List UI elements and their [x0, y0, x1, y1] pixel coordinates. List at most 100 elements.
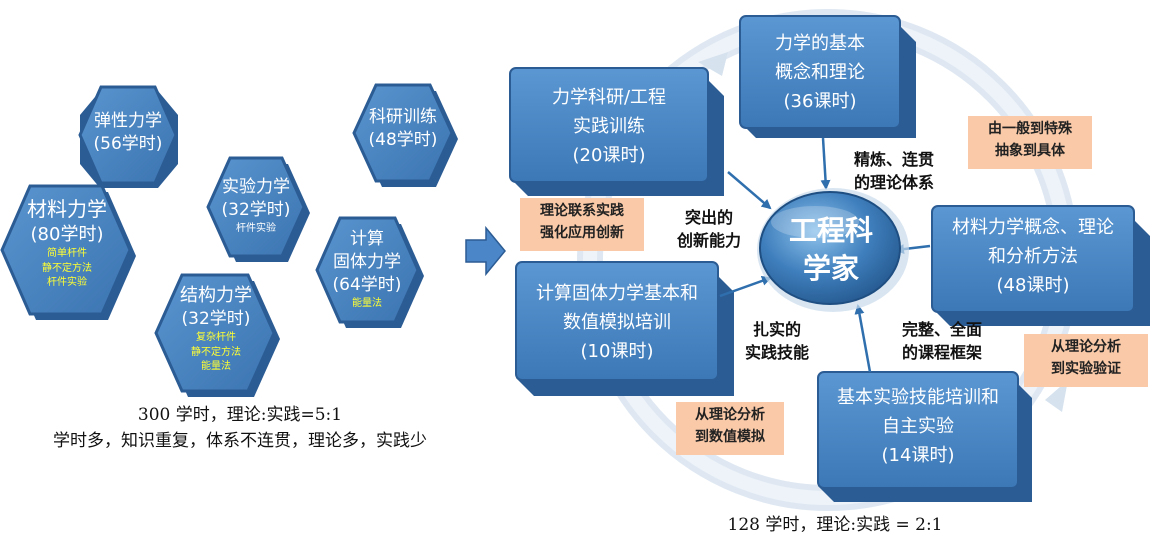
center-title-line: 工程科 [788, 214, 873, 247]
hexagon-label-computational: 计算 固体力学 (64学时) 能量法 [318, 228, 416, 311]
note-line: 由一般到特殊 [988, 121, 1072, 137]
note-line: 到实验验证 [1051, 360, 1121, 377]
arrow-from-upper-left [727, 171, 772, 210]
hexagon-note: 静不定方法 [191, 346, 241, 358]
label-line: 精炼、连贯 [853, 150, 934, 169]
hexagon-label-research: 科研训练 (48学时) [356, 106, 450, 152]
box-hours: (48课时) [996, 274, 1070, 296]
note-theory-to-simulation: 从理论分析 到数值模拟 [676, 402, 784, 455]
hexagon-note: 简单杆件 [47, 248, 87, 260]
hexagon-note: 静不定方法 [42, 262, 92, 274]
left-caption: 300 学时，理论:实践=5:1 学时多，知识重复，体系不连贯，理论多，实践少 [0, 403, 480, 454]
hexagon-label-experimental: 实验力学 (32学时) 杆件实验 [210, 176, 302, 236]
note-line: 到数值模拟 [695, 428, 765, 445]
note-line: 从理论分析 [1051, 339, 1121, 355]
label-line: 扎实的 [752, 320, 801, 339]
box-computational-training [515, 261, 734, 396]
box-group [509, 15, 1150, 502]
hexagon-hours: (32学时) [221, 199, 291, 220]
note-general-to-specific: 由一般到特殊 抽象到具体 [968, 116, 1092, 169]
hexagon-label-elastic: 弹性力学 (56学时) [82, 110, 174, 156]
box-basic-concepts [739, 15, 916, 138]
box-line: 力学科研/工程 [551, 87, 667, 108]
box-hours: (10课时) [580, 340, 654, 362]
left-caption-ratio: 300 学时，理论:实践=5:1 [137, 405, 343, 425]
label-line: 实践技能 [744, 343, 809, 363]
hexagon-experimental [206, 156, 310, 262]
left-caption-summary: 学时多，知识重复，体系不连贯，理论多，实践少 [53, 430, 427, 451]
arrow-from-top [820, 137, 831, 190]
hexagon-hours: (80学时) [30, 224, 104, 245]
label-line: 的课程框架 [901, 343, 982, 363]
hexagon-title: 实验力学 [222, 177, 290, 197]
box-label-experimental-skills: 基本实验技能培训和 自主实验 (14课时) [818, 384, 1018, 470]
hexagon-title: 科研训练 [369, 107, 437, 127]
box-materials-theory [931, 205, 1150, 326]
hexagon-title: 材料力学 [27, 197, 107, 221]
hexagon-hours: (48学时) [368, 129, 438, 150]
hexagon-hours: (32学时) [181, 309, 251, 330]
box-line: 基本实验技能培训和 [837, 387, 999, 408]
note-line: 强化应用创新 [540, 224, 624, 241]
ring-arrow-top [698, 52, 728, 76]
center-title-line: 学家 [802, 251, 859, 285]
hexagon-note: 杆件实验 [47, 277, 87, 289]
box-research-practice [509, 67, 724, 196]
label-line: 完整、全面 [901, 320, 982, 339]
hexagon-title: 弹性力学 [94, 111, 162, 131]
label-theory-system: 精炼、连贯 的理论体系 [838, 148, 950, 194]
hexagon-group [0, 83, 458, 397]
note-theory-to-experiment: 从理论分析 到实验验证 [1024, 334, 1148, 387]
box-label-research-practice: 力学科研/工程 实践训练 (20课时) [510, 84, 708, 170]
hexagon-research [352, 83, 458, 187]
hexagon-title: 固体力学 [333, 251, 401, 272]
hexagon-elastic [78, 85, 178, 188]
arrow-from-bottom [854, 304, 872, 373]
note-line: 从理论分析 [695, 407, 765, 423]
hexagon-structural [154, 273, 280, 397]
center-title: 工程科 学家 [766, 212, 896, 288]
label-line: 创新能力 [676, 231, 741, 251]
ring-arrow-right [1045, 380, 1068, 412]
label-innovation: 突出的 创新能力 [664, 206, 754, 252]
hexagon-computational [315, 216, 424, 328]
box-line: 和分析方法 [988, 245, 1078, 267]
box-line: 概念和理论 [775, 61, 865, 83]
hexagon-title: 计算 [350, 229, 384, 249]
arrow-group [719, 137, 931, 373]
note-line: 抽象到具体 [995, 142, 1065, 159]
label-line: 突出的 [684, 208, 733, 227]
box-label-materials-theory: 材料力学概念、理论 和分析方法 (48课时) [932, 214, 1134, 300]
box-experimental-skills [817, 371, 1032, 502]
box-line: 数值模拟培训 [563, 311, 671, 333]
arrow-from-lower-left [719, 276, 772, 298]
box-line: 力学的基本 [775, 33, 865, 54]
label-practice-skills: 扎实的 实践技能 [732, 318, 822, 364]
box-line: 自主实验 [882, 415, 954, 437]
box-hours: (20课时) [572, 144, 646, 166]
note-theory-practice: 理论联系实践 强化应用创新 [520, 198, 644, 251]
box-line: 材料力学概念、理论 [952, 217, 1114, 238]
hexagon-title: 结构力学 [180, 285, 252, 306]
hexagon-label-structural: 结构力学 (32学时) 复杂杆件 静不定方法 能量法 [160, 284, 272, 375]
hexagon-note: 能量法 [201, 361, 231, 373]
label-line: 的理论体系 [853, 173, 934, 193]
box-line: 计算固体力学基本和 [536, 283, 698, 304]
box-hours: (14课时) [881, 444, 955, 466]
label-course-framework: 完整、全面 的课程框架 [886, 318, 998, 364]
hexagon-note: 复杂杆件 [196, 332, 236, 344]
center-orb [757, 188, 909, 312]
box-label-computational-training: 计算固体力学基本和 数值模拟培训 (10课时) [516, 280, 718, 366]
hexagon-hours: (56学时) [93, 133, 163, 154]
box-hours: (36课时) [783, 90, 857, 112]
right-caption: 128 学时，理论:实践 = 2:1 [727, 515, 943, 535]
hexagon-note: 能量法 [352, 297, 382, 309]
hexagon-label-materials: 材料力学 (80学时) 简单杆件 静不定方法 杆件实验 [8, 196, 126, 291]
hexagon-hours: (64学时) [332, 274, 402, 295]
note-line: 理论联系实践 [540, 203, 624, 219]
transition-arrow [465, 225, 506, 277]
box-line: 实践训练 [573, 115, 645, 137]
hexagon-note: 杆件实验 [236, 222, 276, 234]
hexagon-materials [0, 184, 136, 320]
